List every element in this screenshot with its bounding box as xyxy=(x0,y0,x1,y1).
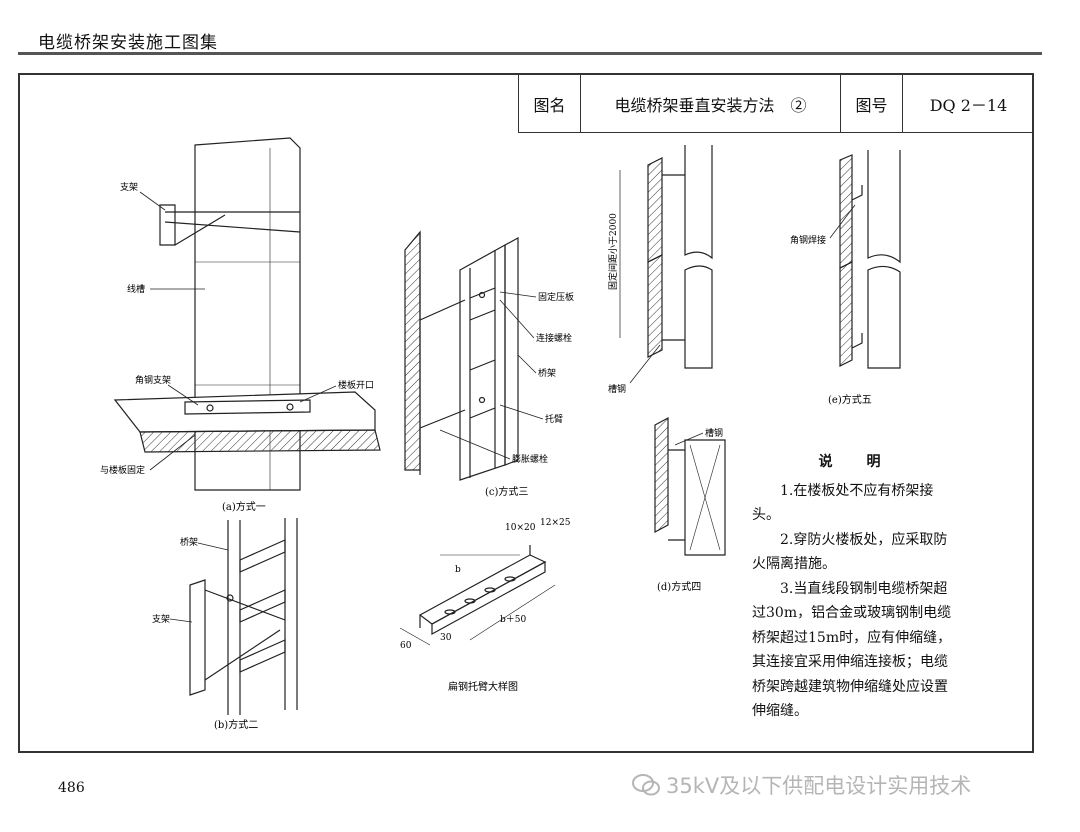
figure-c-drawing xyxy=(404,230,519,481)
notes: 说 明 1.在楼板处不应有桥架接头。 2.穿防火楼板处，应采取防火隔离措施。 3… xyxy=(752,450,957,724)
label-floor-opening: 楼板开口 xyxy=(338,379,374,391)
note-item: 2.穿防火楼板处，应采取防火隔离措施。 xyxy=(752,531,948,573)
label-bracket-a: 支架 xyxy=(120,181,138,193)
notes-title: 说 明 xyxy=(818,454,891,470)
label-floor-fix: 与楼板固定 xyxy=(100,464,145,476)
caption-b: (b)方式二 xyxy=(214,718,258,731)
label-tray-b: 桥架 xyxy=(180,536,198,548)
note-item: 1.在楼板处不应有桥架接头。 xyxy=(752,482,934,524)
caption-d: (d)方式四 xyxy=(657,580,701,593)
watermark-text: 35kV及以下供配电设计实用技术 xyxy=(666,774,972,798)
drawing-name-label: 图名 xyxy=(519,75,581,132)
figure-top-drawing xyxy=(619,145,713,369)
caption-c: (c)方式三 xyxy=(485,485,528,498)
label-spacing: 固定间距小于2000 xyxy=(607,213,619,290)
label-clamp: 固定压板 xyxy=(538,291,574,303)
header-rule xyxy=(18,52,1042,55)
dim-b-plus-50: b＋50 xyxy=(500,614,526,625)
label-tray-c: 桥架 xyxy=(538,367,556,379)
label-bracket-b: 支架 xyxy=(152,613,170,625)
caption-detail: 扁钢托臂大样图 xyxy=(448,680,518,693)
label-expansion-bolt: 膨胀螺栓 xyxy=(512,453,548,465)
dim-60: 60 xyxy=(400,641,412,651)
label-connect-bolt: 连接螺栓 xyxy=(536,332,572,344)
label-angle-bracket: 角钢支架 xyxy=(135,374,171,386)
title-block: 图名 电缆桥架垂直安装方法 ② 图号 DQ 2－14 xyxy=(518,75,1034,133)
figure-e-drawing xyxy=(839,150,901,369)
page-number: 486 xyxy=(58,780,85,796)
detail-arm-drawing xyxy=(399,545,556,646)
dim-12x25: 12×25 xyxy=(540,518,571,528)
label-channel-d: 槽钢 xyxy=(705,427,723,439)
figure-b-drawing xyxy=(189,518,298,715)
figure-a-drawing xyxy=(113,137,381,491)
drawing-number-label: 图号 xyxy=(841,75,903,132)
caption-e: (e)方式五 xyxy=(828,393,872,406)
label-arm: 托臂 xyxy=(545,413,563,425)
dim-30: 30 xyxy=(440,633,452,643)
wechat-icon xyxy=(632,774,660,796)
drawing-name-value: 电缆桥架垂直安装方法 ② xyxy=(581,75,841,132)
dim-10x20: 10×20 xyxy=(505,523,536,533)
figure-d-drawing xyxy=(654,416,726,556)
label-trunking: 线槽 xyxy=(127,283,145,295)
note-item: 3.当直线段钢制电缆桥架超过30m，铝合金或玻璃钢制电缆桥架超过15m时，应有伸… xyxy=(752,580,952,720)
label-channel-top: 槽钢 xyxy=(608,383,626,395)
drawing-frame xyxy=(18,73,1034,753)
dim-b: b xyxy=(455,565,461,575)
label-weld: 角钢焊接 xyxy=(790,234,826,246)
watermark: 35kV及以下供配电设计实用技术 xyxy=(632,770,971,800)
book-title: 电缆桥架安装施工图集 xyxy=(38,33,218,53)
caption-a: (a)方式一 xyxy=(222,500,266,513)
drawing-number-value: DQ 2－14 xyxy=(929,95,1008,115)
